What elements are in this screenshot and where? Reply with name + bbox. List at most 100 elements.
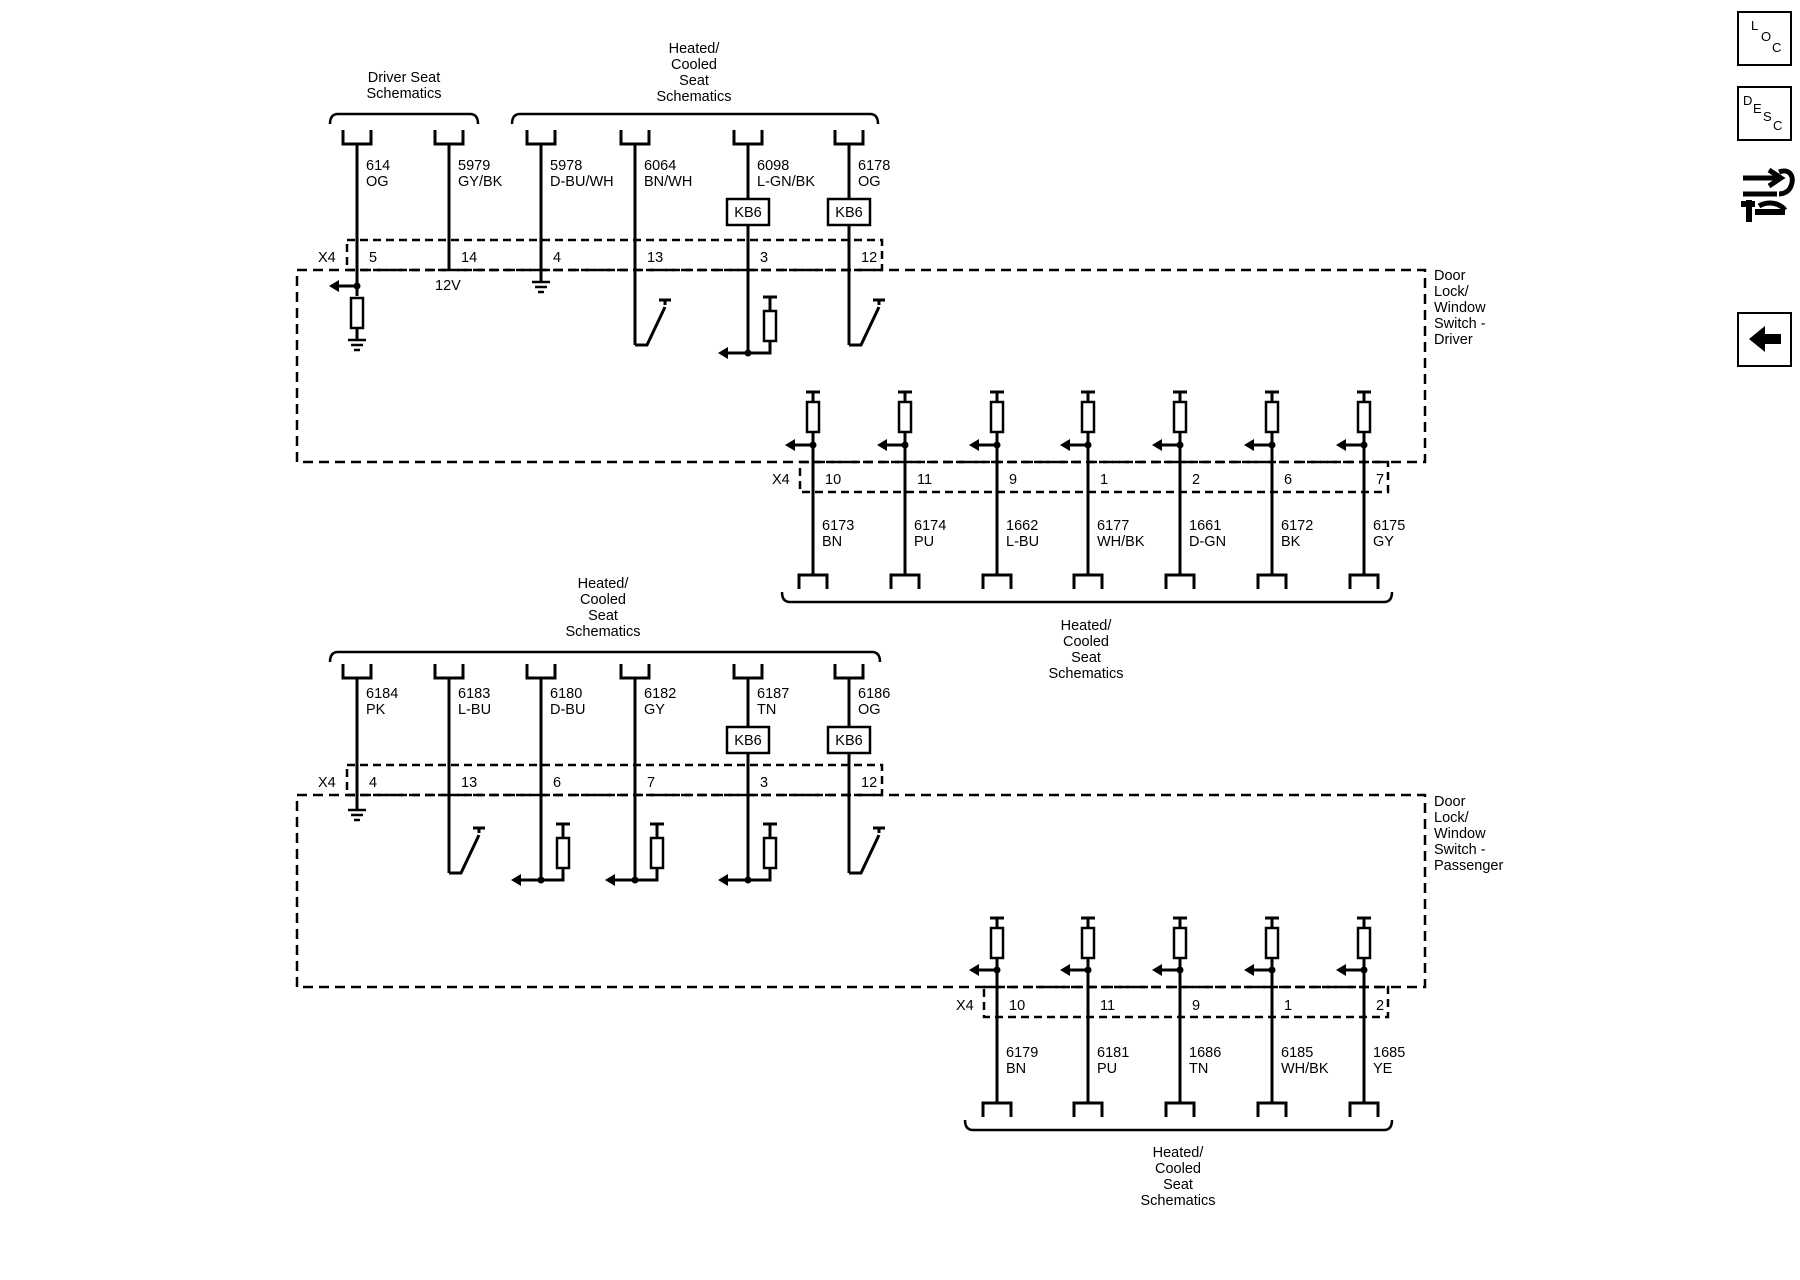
driver-top-pin: 12 <box>861 250 877 266</box>
passenger-heated-seat-group-label-line: Cooled <box>580 592 626 608</box>
connector-icon <box>1741 167 1795 222</box>
driver-top-circuit-number: 6064 <box>644 158 676 174</box>
passenger-top-circuit-number: 6182 <box>644 686 676 702</box>
heated-seat-group-label-line: Cooled <box>671 57 717 73</box>
driver-x4-top-connector <box>345 238 884 272</box>
passenger-top-circuit-number: 6184 <box>366 686 398 702</box>
driver-bottom-circuit-number: 6175 <box>1373 518 1405 534</box>
driver-top-plug <box>619 130 651 146</box>
driver-dot <box>1084 441 1092 449</box>
loc-letter-l: L <box>1751 18 1759 33</box>
passenger-bottom-pin: 9 <box>1192 998 1200 1014</box>
back-arrow-icon <box>1749 326 1781 352</box>
passenger-x4-bottom-label: X4 <box>956 998 974 1014</box>
driver-x4-top-label: X4 <box>318 250 336 266</box>
driver-kb6-option-label: KB6 <box>734 205 761 221</box>
passenger-pullup-resistor <box>1356 926 1372 960</box>
passenger-heated-seat-group-label-bottom-line: Cooled <box>1155 1161 1201 1177</box>
driver-top-pin: 5 <box>369 250 377 266</box>
driver-bottom-wire-color: PU <box>914 534 934 550</box>
driver-resistor <box>349 296 365 330</box>
driver-bottom-wire-color: GY <box>1373 534 1394 550</box>
connector-end-view-button[interactable] <box>1737 160 1795 228</box>
driver-top-plug <box>341 130 373 146</box>
driver-top-wire-color: OG <box>366 174 389 190</box>
passenger-pulldown <box>748 868 772 882</box>
driver-top-wire-color: GY/BK <box>458 174 503 190</box>
passenger-top-pin: 3 <box>760 775 768 791</box>
driver-top-plug <box>433 130 465 146</box>
driver-dot <box>809 441 817 449</box>
driver-top-wire-color: BN/WH <box>644 174 692 190</box>
passenger-module-label-line: Switch - <box>1434 842 1486 858</box>
driver-top-plug <box>732 130 764 146</box>
passenger-arrow <box>1244 964 1254 976</box>
driver-pulldown <box>744 349 752 357</box>
passenger-kb6-option <box>725 725 771 755</box>
driver-top-wire-color: L-GN/BK <box>757 174 815 190</box>
driver-pulldown <box>762 309 778 343</box>
passenger-top-circuit-number: 6187 <box>757 686 789 702</box>
driver-module-label-line: Switch - <box>1434 316 1486 332</box>
driver-dot <box>353 282 361 290</box>
passenger-pulldown <box>744 876 752 884</box>
driver-top-circuit-number: 6098 <box>757 158 789 174</box>
passenger-bottom-circuit-number: 1686 <box>1189 1045 1221 1061</box>
driver-switch <box>849 306 881 347</box>
driver-bottom-circuit-number: 6172 <box>1281 518 1313 534</box>
passenger-bottom-plug <box>1164 1101 1196 1117</box>
passenger-top-circuit-number: 6183 <box>458 686 490 702</box>
driver-pullup-resistor <box>1356 400 1372 434</box>
driver-bottom-plug <box>1256 573 1288 589</box>
passenger-dot <box>993 966 1001 974</box>
passenger-top-pin: 12 <box>861 775 877 791</box>
driver-bottom-circuit-number: 6173 <box>822 518 854 534</box>
loc-letter-c: C <box>1772 40 1782 55</box>
driver-12v-label: 12V <box>435 278 461 294</box>
driver-arrow <box>969 439 979 451</box>
desc-letter-s: S <box>1763 109 1772 124</box>
driver-bottom-plug <box>1072 573 1104 589</box>
driver-switch <box>635 306 667 347</box>
driver-bottom-circuit-number: 1661 <box>1189 518 1221 534</box>
passenger-top-plug <box>833 664 865 680</box>
driver-top-wire-color: D-BU/WH <box>550 174 614 190</box>
passenger-top-wire-color: TN <box>757 702 776 718</box>
desc-letter-c: C <box>1773 118 1783 133</box>
driver-module-label-line: Door <box>1434 268 1466 284</box>
driver-kb6-option-label: KB6 <box>835 205 862 221</box>
driver-kb6-option <box>826 197 872 227</box>
passenger-dot <box>1268 966 1276 974</box>
location-button[interactable]: L O C <box>1737 11 1792 66</box>
driver-kb6-option <box>725 197 771 227</box>
driver-dot <box>1360 441 1368 449</box>
passenger-arrow <box>1152 964 1162 976</box>
driver-top-circuit-number: 6178 <box>858 158 890 174</box>
passenger-pulldown <box>511 874 521 886</box>
driver-seat-group-label-line: Schematics <box>367 86 442 102</box>
driver-bottom-wire-color: WH/BK <box>1097 534 1145 550</box>
driver-module-outline <box>295 268 1427 464</box>
passenger-x4-top-label: X4 <box>318 775 336 791</box>
driver-top-circuit-number: 5978 <box>550 158 582 174</box>
passenger-pulldown <box>605 874 615 886</box>
passenger-arrow <box>969 964 979 976</box>
passenger-pullup-resistor <box>1172 926 1188 960</box>
passenger-bottom-pin: 1 <box>1284 998 1292 1014</box>
passenger-top-wire-color: OG <box>858 702 881 718</box>
driver-dot <box>1268 441 1276 449</box>
passenger-bottom-plug <box>1072 1101 1104 1117</box>
driver-bottom-plug <box>981 573 1013 589</box>
passenger-kb6-option-label: KB6 <box>835 733 862 749</box>
driver-arrow <box>1152 439 1162 451</box>
driver-pullup-resistor <box>1080 400 1096 434</box>
description-button[interactable]: D E S C <box>1737 86 1792 141</box>
driver-bottom-plug <box>797 573 829 589</box>
passenger-pullup-resistor <box>1080 926 1096 960</box>
passenger-x4-top-connector <box>345 763 884 797</box>
heated-seat-group-label-bottom-line: Schematics <box>1049 666 1124 682</box>
driver-bottom-circuit-number: 6174 <box>914 518 946 534</box>
back-button[interactable] <box>1737 312 1792 367</box>
passenger-pulldown <box>631 876 639 884</box>
passenger-x4-bottom-connector <box>982 985 1390 1019</box>
